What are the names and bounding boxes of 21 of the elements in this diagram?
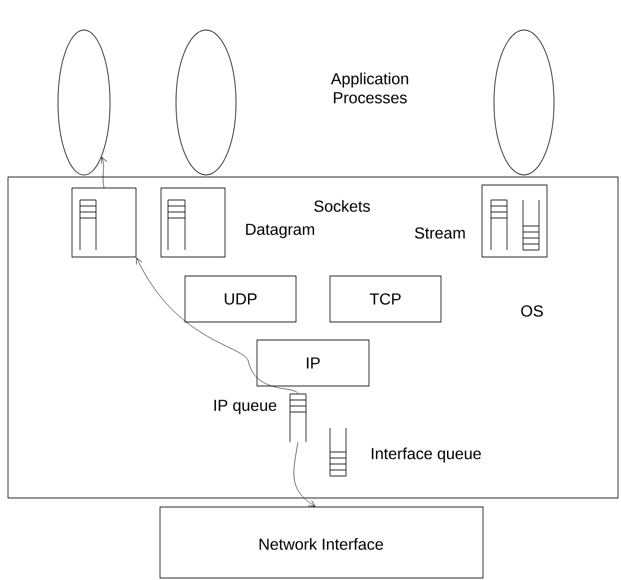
socket-box	[72, 188, 136, 258]
queue-drawing	[330, 428, 346, 476]
process-ellipse	[176, 30, 236, 176]
beside-label: Interface queue	[372, 448, 481, 462]
protocol-box: UDP	[184, 276, 296, 322]
interface-box: Network Interface	[160, 506, 484, 578]
socket-box	[160, 188, 226, 258]
process-ellipse	[494, 30, 554, 176]
arrow	[294, 442, 316, 507]
arrow	[100, 156, 108, 188]
beside-label: Stream	[414, 227, 465, 239]
beside-label: IP queue	[214, 400, 276, 414]
protocol-box: TCP	[330, 276, 442, 322]
queue-drawing	[290, 394, 306, 442]
protocol-box: IP	[256, 340, 370, 386]
arrow	[136, 258, 298, 394]
process-ellipse	[58, 30, 110, 176]
text-label: Sockets	[314, 200, 370, 212]
text-label: Application Processes	[330, 72, 408, 104]
socket-box	[482, 184, 548, 258]
beside-label: Datagram	[246, 224, 314, 238]
